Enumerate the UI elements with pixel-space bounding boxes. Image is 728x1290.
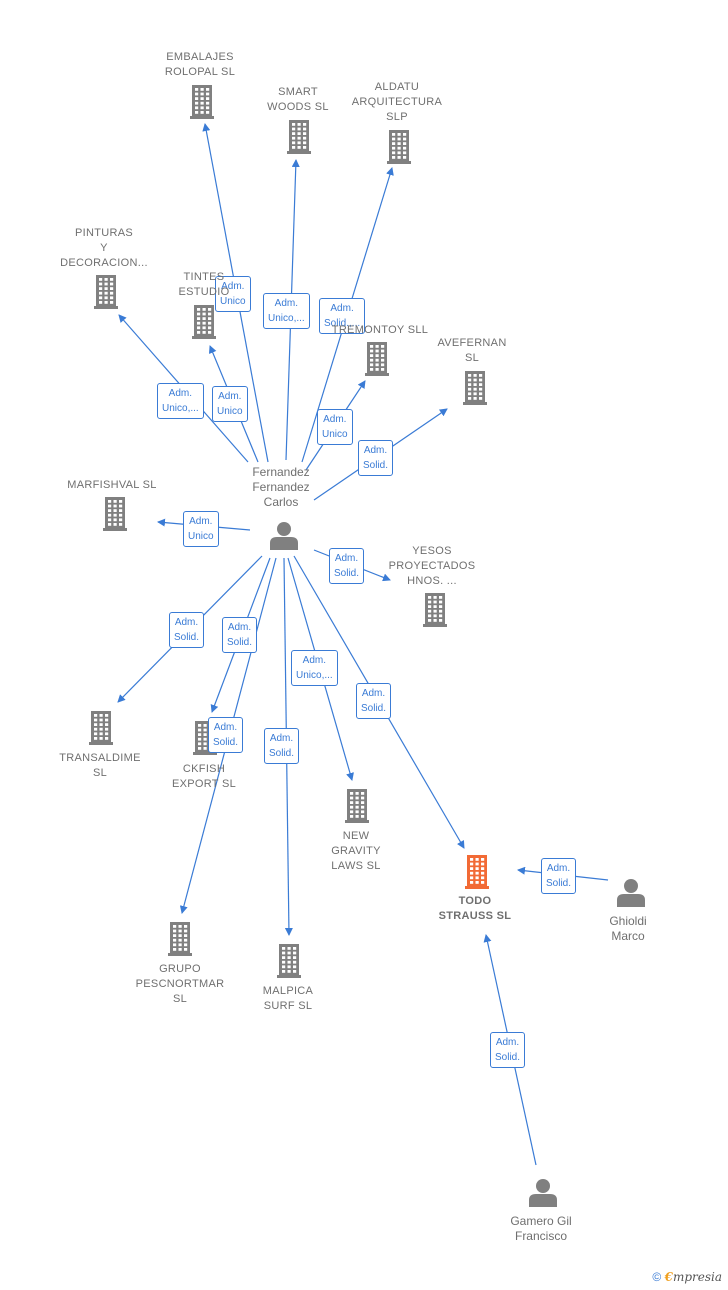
company-label-embalajes[interactable]: EMBALAJES ROLOPAL SL bbox=[164, 51, 236, 78]
building-icon-pinturas[interactable] bbox=[94, 275, 118, 309]
role-label-malpica[interactable]: Adm. Solid. bbox=[264, 728, 300, 764]
role-label-embalajes[interactable]: Adm. Unico bbox=[215, 276, 251, 312]
person-label-ghioldi[interactable]: Ghioldi Marco bbox=[609, 914, 647, 943]
company-label-marfishval[interactable]: MARFISHVAL SL bbox=[67, 479, 157, 491]
role-label-newgravity[interactable]: Adm. Unico,... bbox=[291, 650, 338, 686]
building-icon-newgravity[interactable] bbox=[345, 789, 369, 823]
role-label-smart[interactable]: Adm. Unico,... bbox=[263, 293, 310, 329]
building-icon-embalajes[interactable] bbox=[190, 85, 214, 119]
role-label-todostrauss[interactable]: Adm. Solid. bbox=[490, 1032, 526, 1068]
company-label-yesos[interactable]: YESOS PROYECTADOS HNOS. ... bbox=[388, 545, 476, 587]
building-icon-marfishval[interactable] bbox=[103, 497, 127, 531]
company-label-pescnortmar[interactable]: GRUPO PESCNORTMAR SL bbox=[135, 963, 225, 1005]
building-icon-avefernan[interactable] bbox=[463, 371, 487, 405]
role-label-pescnortmar[interactable]: Adm. Solid. bbox=[208, 717, 244, 753]
person-label-fernandez[interactable]: Fernandez Fernandez Carlos bbox=[252, 465, 310, 509]
company-label-smart[interactable]: SMART WOODS SL bbox=[267, 86, 329, 113]
role-label-ckfish[interactable]: Adm. Solid. bbox=[222, 617, 258, 653]
building-icon-smart[interactable] bbox=[287, 120, 311, 154]
building-icon-tremontoy[interactable] bbox=[365, 342, 389, 376]
company-label-transaldime[interactable]: TRANSALDIME SL bbox=[59, 752, 141, 779]
role-label-yesos[interactable]: Adm. Solid. bbox=[329, 548, 365, 584]
empresia-logo: €mpresia bbox=[664, 1270, 722, 1284]
company-label-pinturas[interactable]: PINTURAS Y DECORACION... bbox=[60, 227, 148, 269]
person-label-gamero[interactable]: Gamero Gil Francisco bbox=[510, 1214, 572, 1243]
person-icon-gamero[interactable] bbox=[529, 1179, 557, 1207]
company-label-malpica[interactable]: MALPICA SURF SL bbox=[262, 985, 314, 1012]
role-label-todostrauss[interactable]: Adm. Solid. bbox=[356, 683, 392, 719]
building-icon-pescnortmar[interactable] bbox=[168, 922, 192, 956]
building-icon-yesos[interactable] bbox=[423, 593, 447, 627]
company-label-avefernan[interactable]: AVEFERNAN SL bbox=[437, 337, 507, 364]
company-label-tremontoy[interactable]: TREMONTOY SLL bbox=[331, 324, 429, 336]
copyright-symbol: © bbox=[652, 1270, 662, 1284]
role-label-marfishval[interactable]: Adm. Unico bbox=[183, 511, 219, 547]
role-label-transaldime[interactable]: Adm. Solid. bbox=[169, 612, 205, 648]
company-label-tintes[interactable]: TINTES ESTUDIO bbox=[178, 271, 230, 298]
role-label-tintes[interactable]: Adm. Unico bbox=[212, 386, 248, 422]
building-icon-tintes[interactable] bbox=[192, 305, 216, 339]
role-label-pinturas[interactable]: Adm. Unico,... bbox=[157, 383, 204, 419]
building-icon-aldatu[interactable] bbox=[387, 130, 411, 164]
building-icon-todostrauss[interactable] bbox=[465, 855, 489, 889]
company-label-newgravity[interactable]: NEW GRAVITY LAWS SL bbox=[331, 830, 381, 872]
company-label-aldatu[interactable]: ALDATU ARQUITECTURA SLP bbox=[351, 81, 443, 123]
role-label-avefernan[interactable]: Adm. Solid. bbox=[358, 440, 394, 476]
role-label-todostrauss[interactable]: Adm. Solid. bbox=[541, 858, 577, 894]
person-icon-ghioldi[interactable] bbox=[617, 879, 645, 907]
building-icon-malpica[interactable] bbox=[277, 944, 301, 978]
building-icon-transaldime[interactable] bbox=[89, 711, 113, 745]
role-label-tremontoy[interactable]: Adm. Unico bbox=[317, 409, 353, 445]
company-label-todostrauss[interactable]: TODO STRAUSS SL bbox=[438, 895, 512, 922]
role-label-aldatu[interactable]: Adm. Solid.,... bbox=[319, 298, 366, 334]
nodes-layer bbox=[89, 85, 645, 1207]
company-label-ckfish[interactable]: CKFISH EXPORT SL bbox=[171, 763, 237, 790]
footer-brand: © €mpresia bbox=[652, 1270, 722, 1284]
person-icon-fernandez[interactable] bbox=[270, 522, 298, 550]
